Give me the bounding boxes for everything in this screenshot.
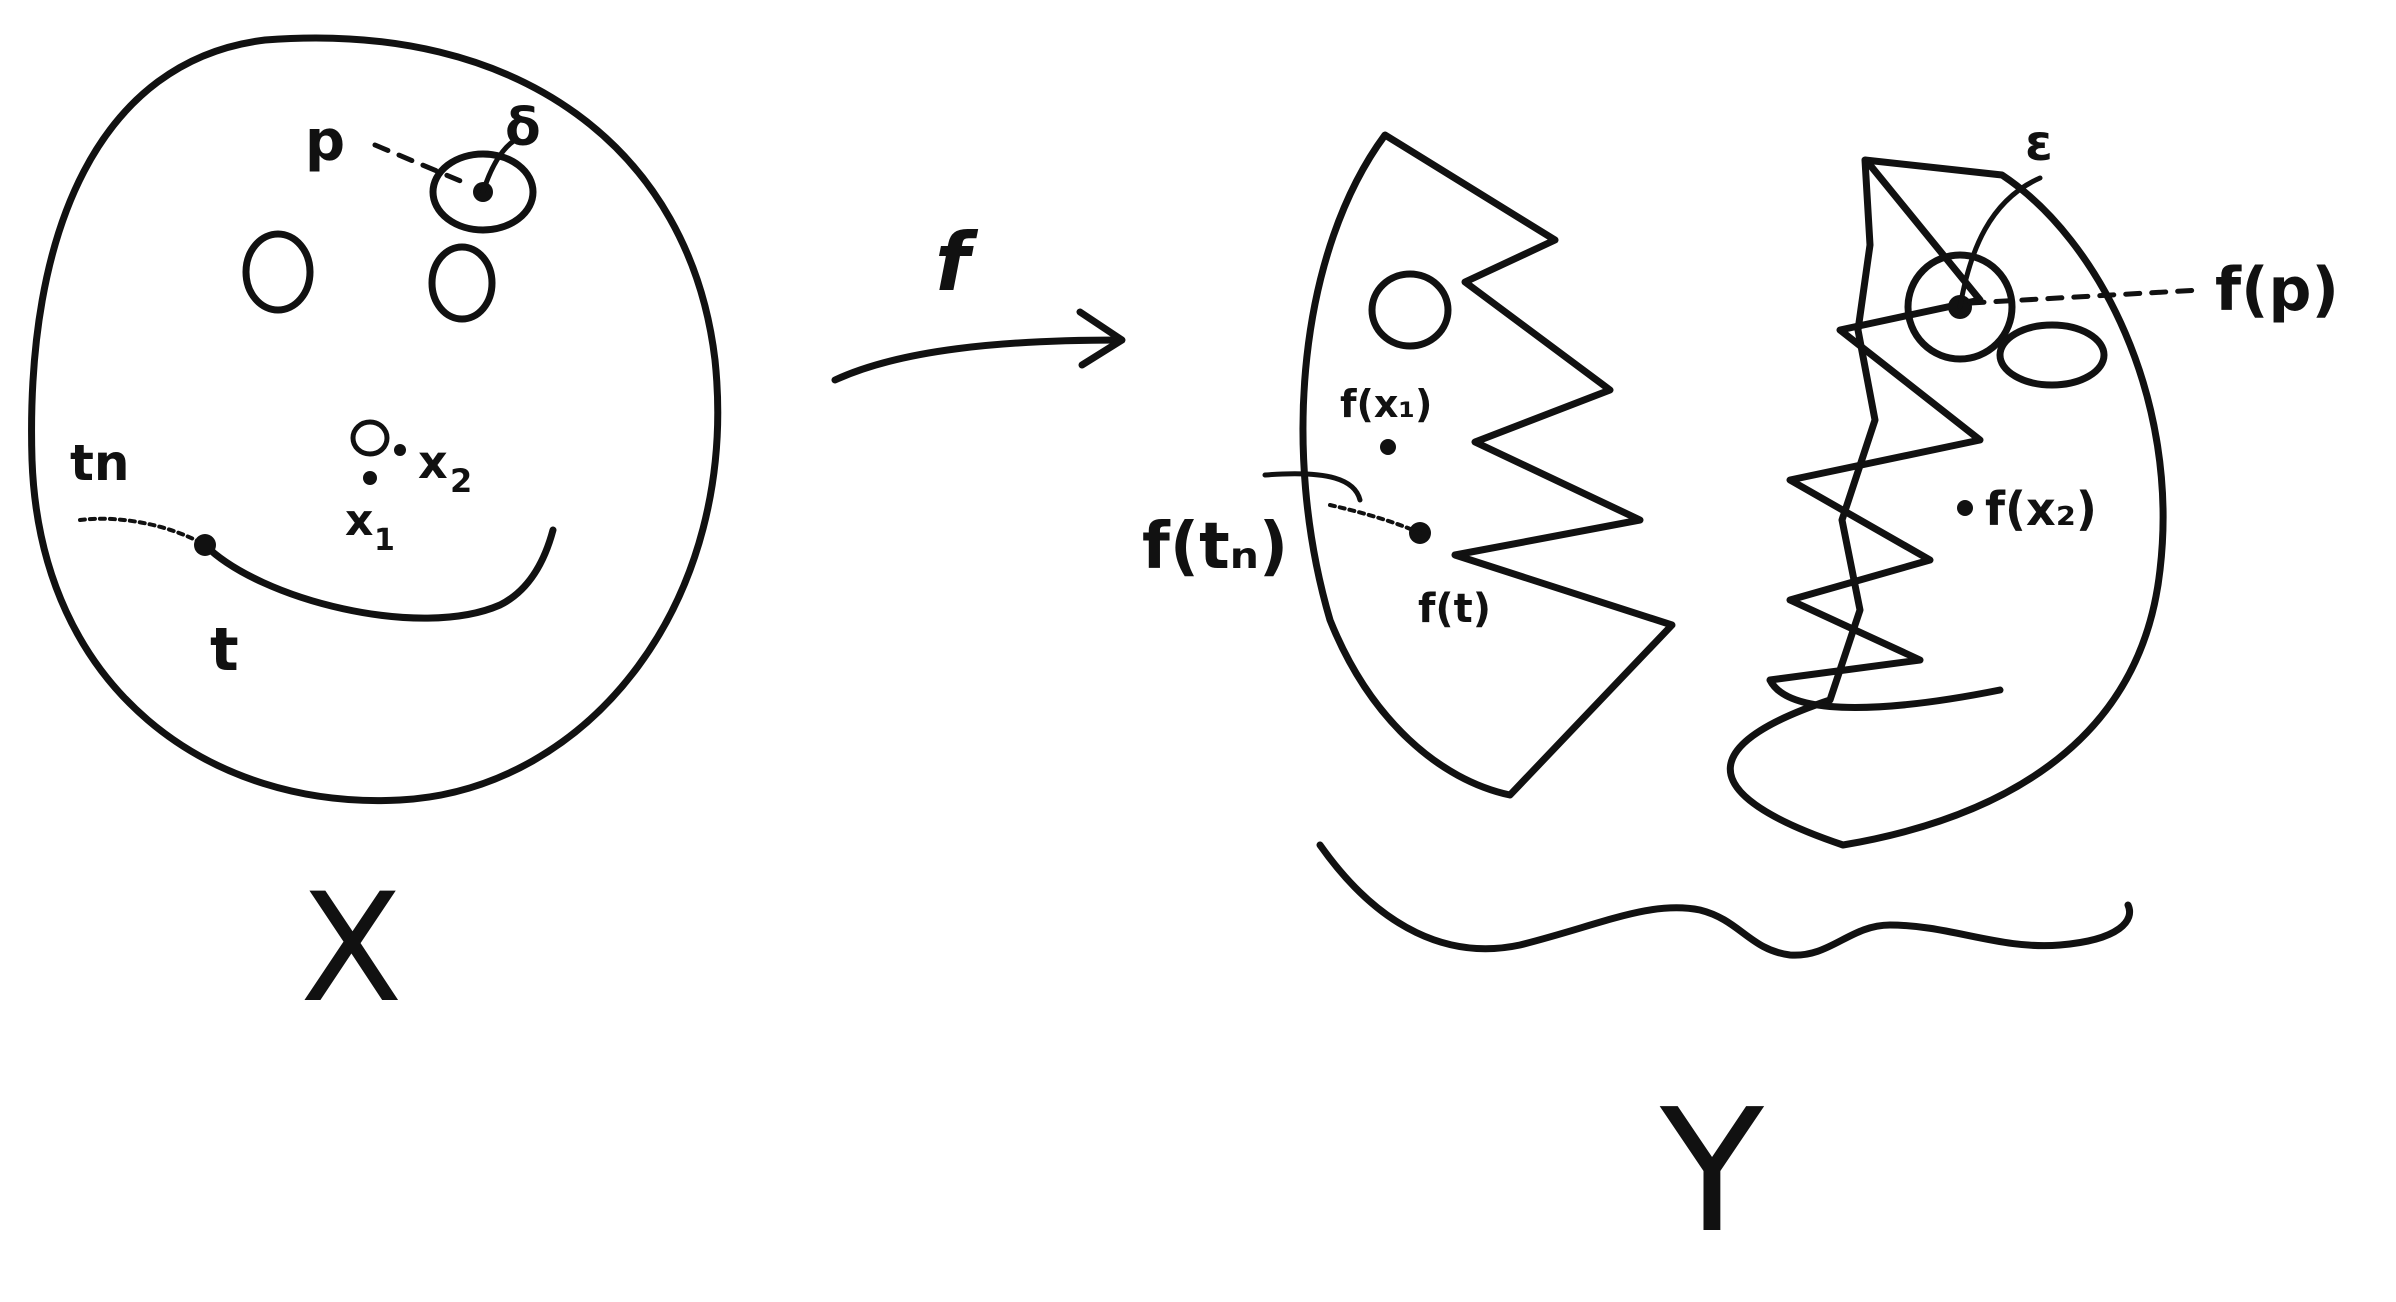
label-x2-subscript: 2: [450, 462, 472, 500]
label-x1-subscript: 1: [374, 523, 395, 558]
label-f-t: f(t): [1418, 586, 1491, 632]
delta-neighborhood: [429, 150, 537, 234]
curve-through-t: [201, 526, 557, 622]
label-space-x: X: [300, 862, 403, 1036]
epsilon-leader-line: [1957, 175, 2043, 310]
delta-leader-line: [480, 137, 518, 195]
label-f-p: f(p): [2215, 255, 2339, 325]
label-f-tn: f(tₙ): [1142, 510, 1288, 584]
label-f-x1: f(x₁): [1340, 382, 1432, 426]
space-y-brace: [1316, 841, 2133, 959]
label-x1: x: [345, 495, 373, 546]
hole-middle-x: [428, 243, 496, 323]
label-f-x2: f(x₂): [1985, 482, 2097, 536]
point-f-x1-dot: [1380, 439, 1396, 455]
hole-left-x: [242, 230, 314, 314]
label-map-f: f: [935, 216, 979, 309]
epsilon-neighborhood: [1904, 251, 2016, 363]
label-tn: tn: [70, 434, 130, 492]
sequence-f-tn-dotted: [1328, 503, 1422, 535]
hole-right-y: [1996, 321, 2108, 389]
point-x2-dot: [394, 444, 406, 456]
point-x1-dot: [363, 471, 377, 485]
p-leader-line: [372, 142, 473, 188]
label-delta: δ: [505, 98, 541, 158]
map-arrow: [831, 336, 1124, 384]
label-p: p: [305, 109, 345, 174]
label-space-y: Y: [1659, 1073, 1765, 1271]
space-x-boundary: [28, 34, 722, 805]
point-t-dot: [194, 534, 216, 556]
small-circle-x2: [350, 419, 390, 457]
sequence-tn-dotted: [78, 516, 207, 547]
label-t: t: [210, 615, 239, 685]
map-arrow-head: [1076, 308, 1126, 369]
f-tn-leader-line: [1262, 471, 1363, 503]
space-y-right-zigzag: [1766, 161, 2004, 711]
f-p-leader-line: [1967, 287, 2203, 306]
label-epsilon: ε: [2025, 114, 2053, 172]
point-f-x2-dot: [1957, 500, 1973, 516]
hole-left-y: [1368, 270, 1452, 350]
space-y-left-piece: [1299, 131, 1676, 799]
space-y-right-piece: [1726, 156, 2167, 849]
label-x2: x: [418, 435, 448, 489]
